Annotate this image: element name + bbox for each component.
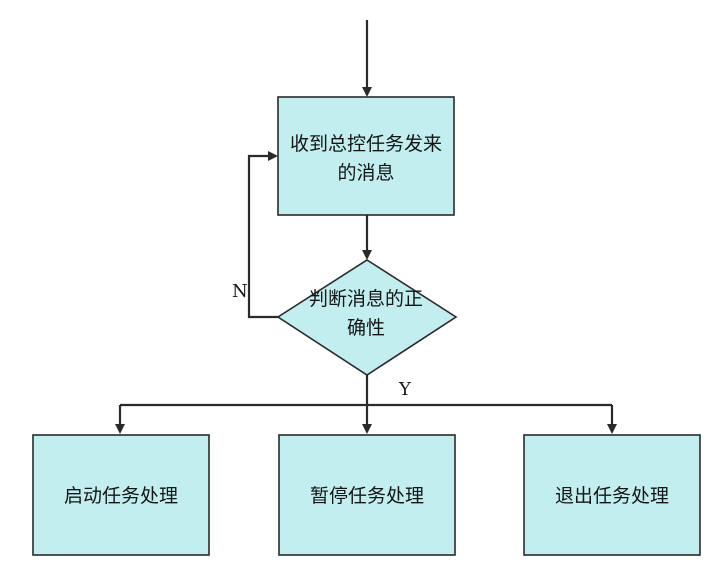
receive-message-text-line2: 的消息: [337, 162, 394, 184]
exit-task-box: [523, 434, 701, 556]
start-task-text: 启动任务处理: [64, 485, 178, 507]
receive-message-box: [277, 96, 455, 216]
no-loop-arrow: [247, 151, 278, 319]
decision-text-line2: 确性: [347, 317, 385, 339]
pause-task-box: [278, 434, 456, 556]
yes-label: Y: [398, 379, 412, 400]
receive-message-text-line1: 收到总控任务发来: [290, 133, 442, 155]
pause-task-text: 暂停任务处理: [310, 485, 424, 507]
decision-text-line1: 判断消息的正: [309, 288, 423, 310]
no-label: N: [232, 281, 248, 302]
start-task-box: [32, 434, 210, 556]
exit-task-text: 退出任务处理: [555, 485, 669, 507]
